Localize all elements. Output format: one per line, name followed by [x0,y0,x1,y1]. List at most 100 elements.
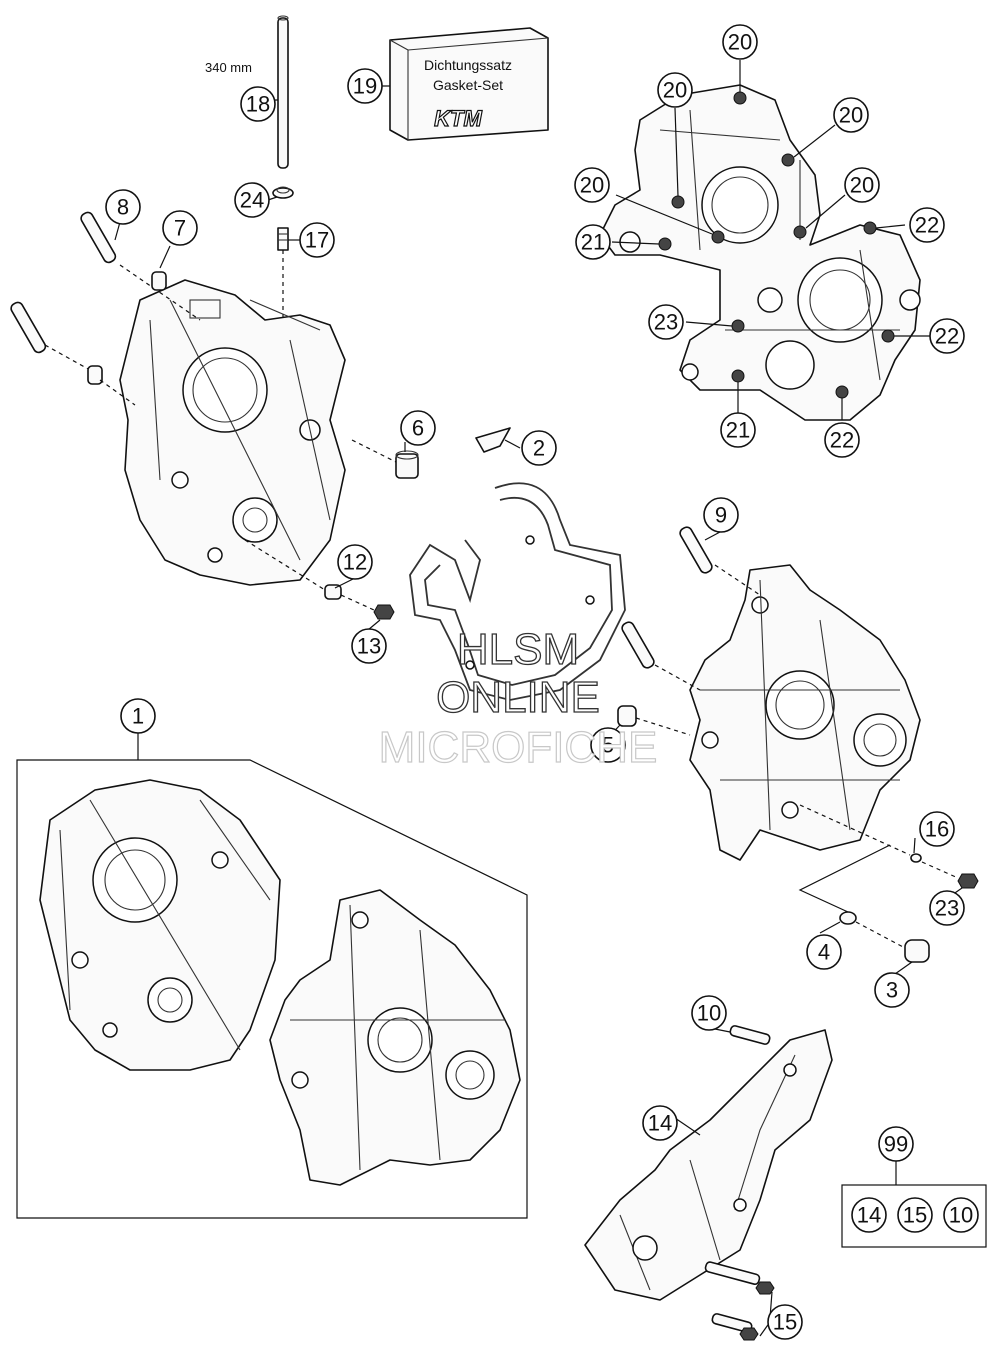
callout-1: 1 [120,698,156,734]
callout-9: 9 [703,497,739,533]
svg-text:12: 12 [343,550,367,575]
gasket-box-title: Dichtungssatz [424,57,512,73]
svg-text:9: 9 [715,503,727,528]
svg-text:2: 2 [533,436,545,461]
callout-19: 19 [347,68,383,104]
callout-14: 14 [642,1105,678,1141]
plug-part-12 [244,539,342,600]
callout-17: 17 [299,222,335,258]
ktm-logo: KTM [434,106,482,131]
svg-text:20: 20 [850,173,874,198]
tube-part-18 [277,15,289,169]
svg-text:13: 13 [357,634,381,659]
svg-text:10: 10 [697,1001,721,1026]
clutch-side-case [599,84,921,421]
callout-21-upper: 21 [575,224,611,260]
screw-part-23-lower [921,861,979,889]
svg-text:16: 16 [925,817,949,842]
bushing-part-6 [351,439,419,479]
callout-10: 10 [691,995,727,1031]
dimension-label: 340 mm [205,60,252,75]
callout-6: 6 [400,410,436,446]
svg-text:3: 3 [886,978,898,1003]
kit-callout-14: 14 [851,1197,887,1233]
right-crankcase-half [689,564,921,861]
dowel-part-7 [151,271,167,291]
stud-part-8 [80,211,201,321]
svg-text:19: 19 [353,74,377,99]
svg-text:22: 22 [915,213,939,238]
crankcase-assembly-box [16,730,528,1219]
callout-16: 16 [919,811,955,847]
callout-18: 18 [240,86,276,122]
callout-3: 3 [874,972,910,1008]
callout-13: 13 [351,628,387,664]
callout-20-mid-right: 20 [844,167,880,203]
svg-text:10: 10 [949,1203,973,1228]
callout-2: 2 [521,430,557,466]
svg-text:20: 20 [728,30,752,55]
callout-22-upper: 22 [909,207,945,243]
svg-text:15: 15 [903,1203,927,1228]
svg-text:23: 23 [935,896,959,921]
svg-text:15: 15 [773,1310,797,1335]
callout-20-top: 20 [722,24,758,60]
assembly-left-half [39,779,281,1071]
svg-text:17: 17 [305,228,329,253]
svg-text:99: 99 [884,1132,908,1157]
svg-text:18: 18 [246,92,270,117]
kit-callout-10: 10 [943,1197,979,1233]
svg-text:4: 4 [818,940,830,965]
watermark: HLSM ONLINE MICROFICHE [378,624,658,772]
stud-part-9 [679,526,761,596]
washer-part-16 [799,804,922,863]
svg-text:21: 21 [726,418,750,443]
svg-text:14: 14 [857,1203,881,1228]
svg-text:22: 22 [830,428,854,453]
assembly-right-half [269,889,521,1186]
svg-text:22: 22 [935,324,959,349]
svg-text:6: 6 [412,416,424,441]
callout-8: 8 [105,189,141,225]
callout-15: 15 [767,1304,803,1340]
gasket-set-box: Dichtungssatz Gasket-Set KTM [389,27,549,141]
kit-callout-15: 15 [897,1197,933,1233]
kit-box-99 [841,1160,987,1248]
left-crankcase-half [119,279,346,586]
watermark-line-3: MICROFICHE [379,723,658,772]
svg-text:24: 24 [240,188,264,213]
svg-text:5: 5 [602,733,614,758]
svg-text:20: 20 [580,173,604,198]
svg-text:21: 21 [581,230,605,255]
crankcase-gasket [409,427,626,701]
callout-23-upper: 23 [648,304,684,340]
drain-plug-part-3 [855,921,930,963]
callout-7: 7 [162,210,198,246]
screw-part-13 [340,594,395,620]
watermark-line-1: HLSM [457,625,579,674]
sprocket-cover [584,1029,833,1301]
stud-right-lower [621,621,701,691]
screws-part-15 [704,1261,775,1341]
svg-text:20: 20 [663,78,687,103]
svg-text:14: 14 [648,1111,672,1136]
callout-99: 99 [878,1126,914,1162]
callout-12: 12 [337,544,373,580]
stud-left-long [10,301,136,406]
svg-text:8: 8 [117,195,129,220]
callout-20-right: 20 [833,97,869,133]
svg-text:7: 7 [174,216,186,241]
gasket-box-subtitle: Gasket-Set [433,77,503,93]
callout-22-lower: 22 [824,422,860,458]
callout-20-far-left: 20 [574,167,610,203]
callout-23-lower: 23 [929,890,965,926]
callout-5: 5 [590,727,626,763]
clamp-part-24 [272,186,294,199]
svg-text:23: 23 [654,310,678,335]
callout-22-middle: 22 [929,318,965,354]
seal-ring-part-4 [798,844,891,925]
callout-20-left: 20 [657,72,693,108]
callout-21-lower: 21 [720,412,756,448]
screw-part-10 [729,1025,771,1045]
